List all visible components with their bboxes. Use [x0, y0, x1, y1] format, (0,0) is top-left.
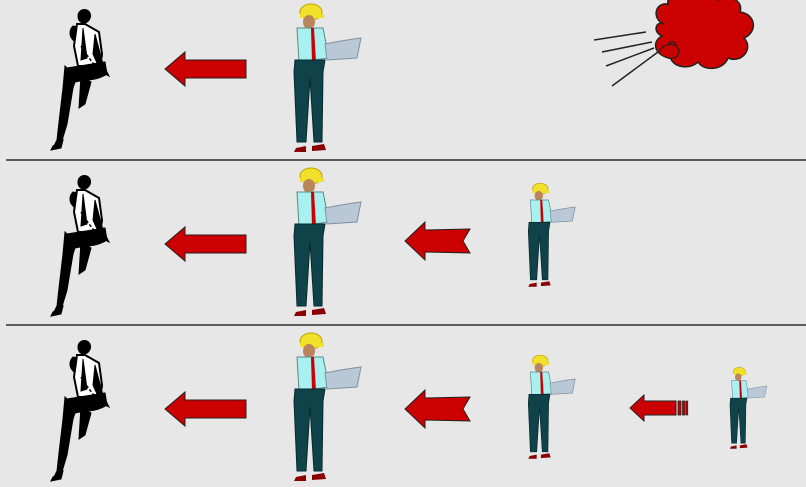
- worker-small-icon: [725, 365, 769, 451]
- phone-man-icon: [45, 6, 115, 156]
- arrow-notched-left-icon: [405, 390, 471, 428]
- phone-man-icon: [45, 172, 115, 322]
- arrow-left-icon: [165, 227, 247, 261]
- arrow-left-icon: [165, 52, 247, 86]
- worker-large-icon: [285, 2, 365, 154]
- arrow-notched-left-icon: [405, 222, 471, 260]
- row-2: [0, 160, 806, 324]
- arrow-left-icon: [165, 392, 247, 426]
- worker-medium-icon: [522, 352, 578, 462]
- explosion-cloud-icon: [594, 0, 806, 84]
- phone-man-icon: [45, 337, 115, 487]
- arrow-striped-left-icon: [630, 395, 688, 421]
- worker-large-icon: [285, 331, 365, 483]
- worker-large-icon: [285, 166, 365, 318]
- worker-medium-icon: [522, 180, 578, 290]
- row-1: [0, 0, 806, 159]
- row-3: [0, 325, 806, 485]
